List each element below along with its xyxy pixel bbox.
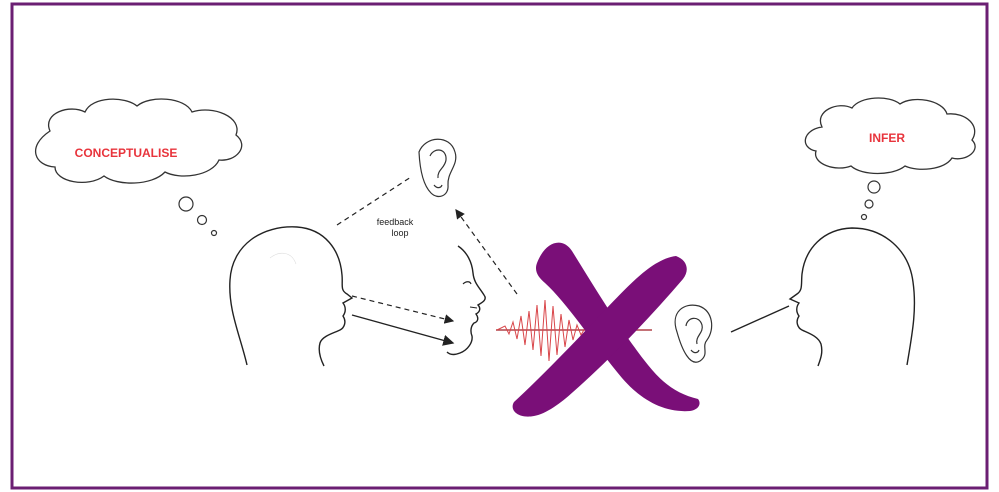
diagram-border [12,4,987,488]
thought-bubble-dot [179,197,193,211]
thought-bubble-dot [865,200,873,208]
feedback-loop-label-line2: loop [391,228,408,238]
speaker-thought-label: CONCEPTUALISE [75,146,178,160]
thought-bubble-dot [198,216,207,225]
listener-thought-label: INFER [869,131,905,145]
thought-bubble-dot [212,231,217,236]
feedback-loop-label-line1: feedback [377,217,414,227]
thought-bubble-dot [868,181,880,193]
thought-bubble-dot [862,215,867,220]
